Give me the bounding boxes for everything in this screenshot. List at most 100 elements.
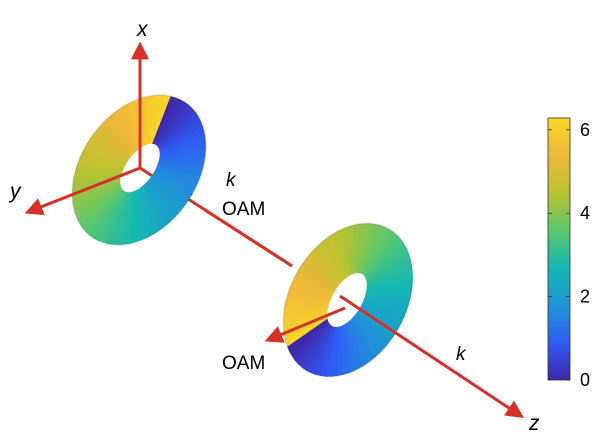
torus-segment (359, 225, 386, 274)
torus-segment (159, 137, 206, 157)
torus-segment (155, 101, 189, 146)
torus-segment (364, 289, 412, 298)
torus-segment (320, 238, 344, 283)
torus-first (71, 94, 207, 246)
torus-segment (364, 295, 411, 305)
torus-segment (93, 127, 132, 159)
colorbar-tick-label: 2 (580, 287, 590, 307)
torus-segment (159, 120, 204, 152)
torus-segment (356, 309, 395, 343)
k-label-lower: k (456, 344, 466, 365)
torus-segment (77, 157, 125, 170)
z-axis-arrow (339, 294, 525, 418)
torus-segment (310, 326, 335, 375)
torus-segment (360, 303, 405, 325)
torus-segment (118, 105, 140, 151)
torus-segment (356, 223, 376, 274)
torus-segment (103, 117, 135, 156)
torus-segment (352, 316, 381, 358)
colorbar-tick-label: 4 (580, 203, 590, 223)
torus-segment (362, 229, 395, 275)
torus-segment (140, 185, 160, 235)
oam-lower-arrow (264, 306, 346, 343)
torus-segment (138, 187, 154, 238)
torus-segment (97, 191, 127, 243)
z-axis-label: z (529, 412, 540, 435)
torus-segment (364, 235, 402, 278)
torus-segment (289, 282, 332, 300)
torus-segment (102, 192, 129, 245)
torus-segment (289, 320, 329, 357)
torus-segment (150, 175, 189, 208)
torus-segment (358, 223, 381, 274)
torus-segment (158, 155, 206, 164)
torus-segment (145, 180, 175, 223)
torus-segment (141, 96, 149, 146)
torus-segment (72, 180, 121, 209)
torus-segment (159, 131, 206, 156)
torus-segment (345, 322, 360, 372)
torus-segment (310, 247, 341, 286)
torus-segment (305, 252, 339, 288)
torus-segment (330, 231, 348, 279)
torus-segment (348, 319, 371, 366)
torus-segment (135, 189, 142, 243)
torus-segment (355, 312, 391, 348)
torus-segment (325, 326, 339, 377)
torus-segment (98, 121, 133, 157)
torus-segment (85, 189, 124, 236)
torus-segment (151, 95, 176, 144)
torus-segment (366, 253, 411, 284)
torus-segment (291, 275, 334, 297)
torus-segment (366, 248, 410, 282)
torus-segment (159, 143, 206, 159)
torus-segment (336, 228, 349, 278)
torus-segment (363, 298, 410, 311)
torus-segment (363, 231, 398, 276)
torus-segment (284, 302, 330, 311)
torus-segment (360, 226, 390, 275)
torus-segment (137, 188, 148, 241)
oam-label-lower: OAM (222, 353, 266, 374)
torus-second (282, 222, 414, 378)
torus-segment (336, 325, 343, 377)
torus-segment (359, 305, 402, 331)
torus-segment (158, 149, 206, 161)
torus-segment (82, 188, 123, 233)
torus-segment (72, 179, 121, 203)
torus-segment (343, 323, 355, 374)
torus-segment (74, 184, 121, 220)
torus-segment (351, 223, 360, 275)
torus-segment (365, 243, 407, 280)
torus-segment (93, 191, 126, 241)
torus-segment (144, 182, 170, 228)
torus-segment (285, 295, 330, 305)
torus-segment (89, 190, 125, 239)
torus-segment (150, 95, 171, 144)
torus-segment (320, 326, 338, 377)
torus-segment (89, 132, 130, 161)
k-axis-line-mid (204, 208, 293, 268)
y-axis-arrow (24, 166, 141, 216)
torus-segment (294, 322, 330, 365)
torus-segment (347, 224, 354, 276)
torus-segment (366, 258, 412, 286)
torus-segment (79, 187, 122, 229)
torus-segment (148, 177, 185, 213)
torus-segment (291, 321, 330, 361)
oam-label-upper: OAM (222, 199, 266, 220)
torus-segment (158, 111, 199, 149)
torus-segment (346, 321, 366, 369)
torus-segment (362, 300, 407, 318)
torus-segment (315, 242, 342, 284)
torus-segment (286, 318, 328, 352)
torus-segment (79, 150, 126, 168)
torus-segment (158, 116, 202, 151)
torus-segment (301, 325, 332, 371)
torus-segment (156, 104, 193, 147)
torus-segment (341, 226, 351, 277)
torus-segment (325, 234, 346, 281)
